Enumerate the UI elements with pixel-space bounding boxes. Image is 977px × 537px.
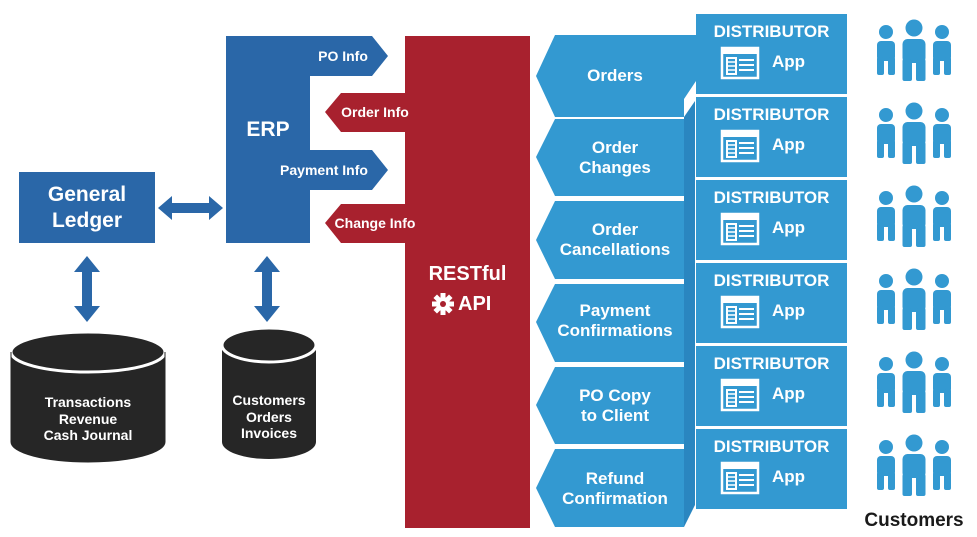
erp-db-arrow (254, 256, 280, 322)
distributor-title: DISTRIBUTOR (713, 187, 830, 207)
message-chevron-order-cancellations (536, 201, 684, 279)
message-label-po-copy: PO Copy to Client (579, 385, 651, 425)
api-label: API (458, 293, 492, 315)
chevron-connector (684, 101, 695, 527)
order-info-label: Order Info (341, 104, 409, 121)
distributor-app-label: App (772, 300, 806, 320)
message-chevron-orders (536, 35, 698, 117)
message-label-order-changes: Order Changes (579, 137, 651, 177)
message-chevron-payment-confirmations (536, 284, 684, 362)
erp-box (226, 36, 310, 243)
po-info-arrow (310, 36, 388, 76)
erp-label: ERP (246, 118, 290, 142)
restful-api-box (405, 36, 530, 528)
distributor-app-label: App (772, 51, 806, 71)
message-chevron-po-copy (536, 367, 684, 444)
message-chevron-order-changes (536, 119, 684, 196)
change-info-arrow (325, 204, 416, 243)
message-label-order-cancellations: Order Cancellations (559, 219, 671, 259)
customers-label: Customers (864, 509, 964, 531)
change-info-label: Change Info (334, 215, 416, 232)
message-label-payment-confirmations: Payment Confirmations (557, 300, 673, 340)
customers-database (220, 326, 318, 459)
message-label-refund: Refund Confirmation (562, 468, 668, 508)
distributor-app-label: App (772, 466, 806, 486)
payment-info-arrow (310, 150, 388, 190)
general-ledger-box (19, 172, 155, 243)
gear-icon (432, 293, 454, 315)
message-chevron-refund (536, 449, 684, 527)
distributor-title: DISTRIBUTOR (713, 104, 830, 124)
distributor-title: DISTRIBUTOR (713, 270, 830, 290)
payment-info-label: Payment Info (280, 161, 368, 178)
distributor-app-label: App (772, 383, 806, 403)
message-label-orders: Orders (587, 65, 643, 85)
ledger-db-arrow (74, 256, 100, 322)
ledger-erp-arrow (158, 196, 223, 220)
distributor-title: DISTRIBUTOR (713, 353, 830, 373)
po-info-label: PO Info (318, 47, 368, 64)
order-info-arrow (325, 93, 416, 132)
customers-database-label: Customers Orders Invoices (232, 391, 306, 442)
distributor-title: DISTRIBUTOR (713, 21, 830, 41)
transactions-database (9, 330, 167, 463)
distributor-app-label: App (772, 134, 806, 154)
restful-label: RESTful (428, 263, 507, 285)
distributor-app-label: App (772, 217, 806, 237)
general-ledger-label: General Ledger (47, 183, 127, 232)
transactions-database-label: Transactions Revenue Cash Journal (43, 393, 133, 444)
distributor-title: DISTRIBUTOR (713, 436, 830, 456)
